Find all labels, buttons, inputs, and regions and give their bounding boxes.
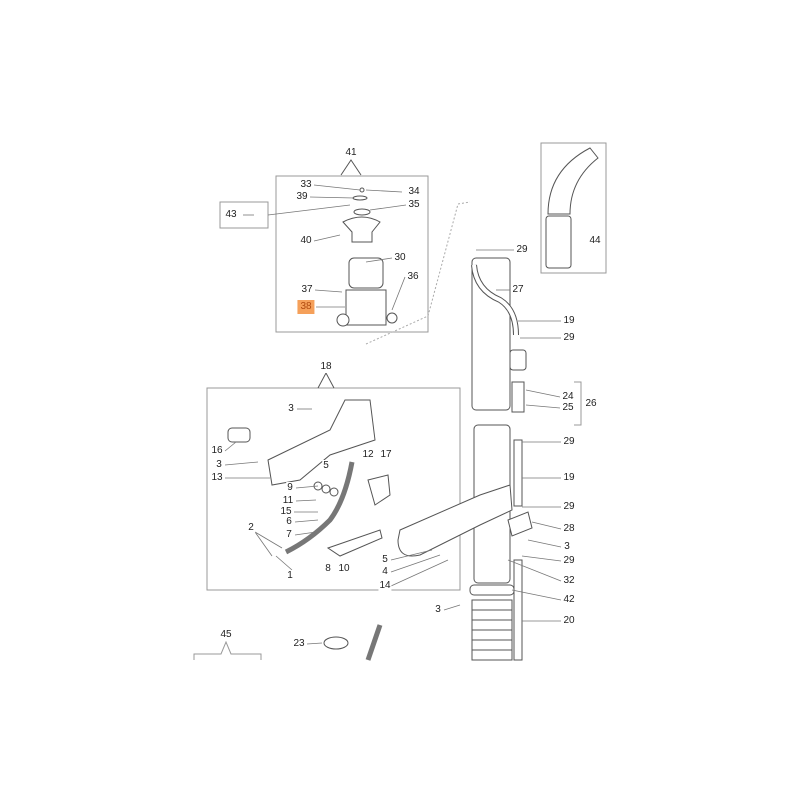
part-callout-45: 45 bbox=[219, 629, 233, 641]
part-callout-32: 32 bbox=[562, 575, 576, 587]
part-callout-3: 3 bbox=[215, 459, 223, 471]
part-callout-30: 30 bbox=[393, 252, 407, 264]
part-callout-16: 16 bbox=[210, 445, 224, 457]
part-callout-18: 18 bbox=[319, 361, 333, 373]
part-callout-15: 15 bbox=[279, 506, 293, 518]
group-41-bracket bbox=[340, 159, 362, 176]
part-callout-2: 2 bbox=[247, 522, 255, 534]
part-36-knob bbox=[386, 312, 398, 324]
part-callout-19: 19 bbox=[562, 315, 576, 327]
part-39-washer bbox=[352, 195, 368, 201]
part-callout-14: 14 bbox=[378, 580, 392, 592]
part-callout-42: 42 bbox=[562, 594, 576, 606]
group-45-bracket bbox=[193, 640, 262, 660]
part-callout-34: 34 bbox=[407, 186, 421, 198]
part-40-cup bbox=[342, 216, 381, 243]
part-callout-28: 28 bbox=[562, 523, 576, 535]
part-callout-24: 24 bbox=[561, 391, 575, 403]
group-26-bracket bbox=[574, 381, 582, 426]
rod bbox=[365, 624, 383, 661]
part-callout-35: 35 bbox=[407, 199, 421, 211]
part-callout-29: 29 bbox=[562, 436, 576, 448]
part-callout-43: 43 bbox=[224, 209, 238, 221]
part-callout-25: 25 bbox=[561, 402, 575, 414]
part-callout-39: 39 bbox=[295, 191, 309, 203]
part-callout-5: 5 bbox=[381, 554, 389, 566]
part-callout-13: 13 bbox=[210, 472, 224, 484]
part-callout-8: 8 bbox=[324, 563, 332, 575]
part-19-hose-inner bbox=[472, 264, 518, 336]
part-callout-5: 5 bbox=[322, 460, 330, 472]
part-16-switch bbox=[227, 427, 251, 443]
part-callout-29: 29 bbox=[562, 555, 576, 567]
part-38-knob bbox=[336, 313, 350, 327]
hose-ribs bbox=[472, 609, 512, 651]
part-callout-10: 10 bbox=[337, 563, 351, 575]
group-41-frame bbox=[275, 175, 429, 333]
part-13-handle bbox=[267, 399, 376, 486]
part-9-ring-c bbox=[329, 487, 339, 497]
part-19-tube bbox=[513, 439, 523, 507]
part-35-fitting bbox=[353, 208, 371, 216]
group-44-frame bbox=[540, 142, 607, 274]
part-callout-3: 3 bbox=[563, 541, 571, 553]
part-callout-20: 20 bbox=[562, 615, 576, 627]
part-callout-33: 33 bbox=[299, 179, 313, 191]
group-18-bracket bbox=[317, 371, 335, 389]
part-callout-44: 44 bbox=[588, 235, 602, 247]
part-24-filter bbox=[511, 381, 525, 413]
part-callout-9: 9 bbox=[286, 482, 294, 494]
part-8-lever bbox=[326, 529, 383, 557]
part-callout-4: 4 bbox=[381, 566, 389, 578]
part-44-elbow bbox=[547, 147, 599, 215]
part-callout-11: 11 bbox=[281, 495, 295, 507]
part-17-cover bbox=[367, 474, 391, 506]
part-33-screw bbox=[359, 187, 365, 193]
part-23-oring bbox=[323, 636, 349, 650]
part-callout-26: 26 bbox=[584, 398, 598, 410]
part-callout-3: 3 bbox=[287, 403, 295, 415]
part-callout-38[interactable]: 38 bbox=[297, 300, 315, 314]
part-10-cable-conduit bbox=[284, 461, 355, 555]
part-callout-40: 40 bbox=[299, 235, 313, 247]
part-callout-36: 36 bbox=[406, 271, 420, 283]
part-callout-7: 7 bbox=[285, 529, 293, 541]
part-callout-29: 29 bbox=[562, 332, 576, 344]
part-28-valve bbox=[507, 511, 533, 537]
leader-lines bbox=[224, 184, 562, 645]
part-26-body bbox=[509, 349, 527, 371]
part-callout-12: 12 bbox=[361, 449, 375, 461]
part-callout-1: 1 bbox=[286, 570, 294, 582]
part-callout-6: 6 bbox=[285, 516, 293, 528]
part-27-tube bbox=[471, 257, 511, 411]
part-callout-29: 29 bbox=[515, 244, 529, 256]
part-38-base bbox=[345, 289, 387, 326]
part-callout-17: 17 bbox=[379, 449, 393, 461]
handle-arm bbox=[397, 484, 513, 557]
part-42-clamp bbox=[469, 584, 515, 596]
part-callout-41: 41 bbox=[344, 147, 358, 159]
part-20-tube bbox=[513, 559, 523, 661]
group-18-frame bbox=[206, 387, 461, 591]
part-callout-19: 19 bbox=[562, 472, 576, 484]
part-9-ring-b bbox=[321, 484, 331, 494]
part-callout-3: 3 bbox=[434, 604, 442, 616]
part-30-cylinder bbox=[348, 257, 384, 289]
part-44-sleeve bbox=[545, 215, 572, 269]
part-callout-23: 23 bbox=[292, 638, 306, 650]
part-callout-27: 27 bbox=[511, 284, 525, 296]
part-callout-29: 29 bbox=[562, 501, 576, 513]
part-callout-37: 37 bbox=[300, 284, 314, 296]
